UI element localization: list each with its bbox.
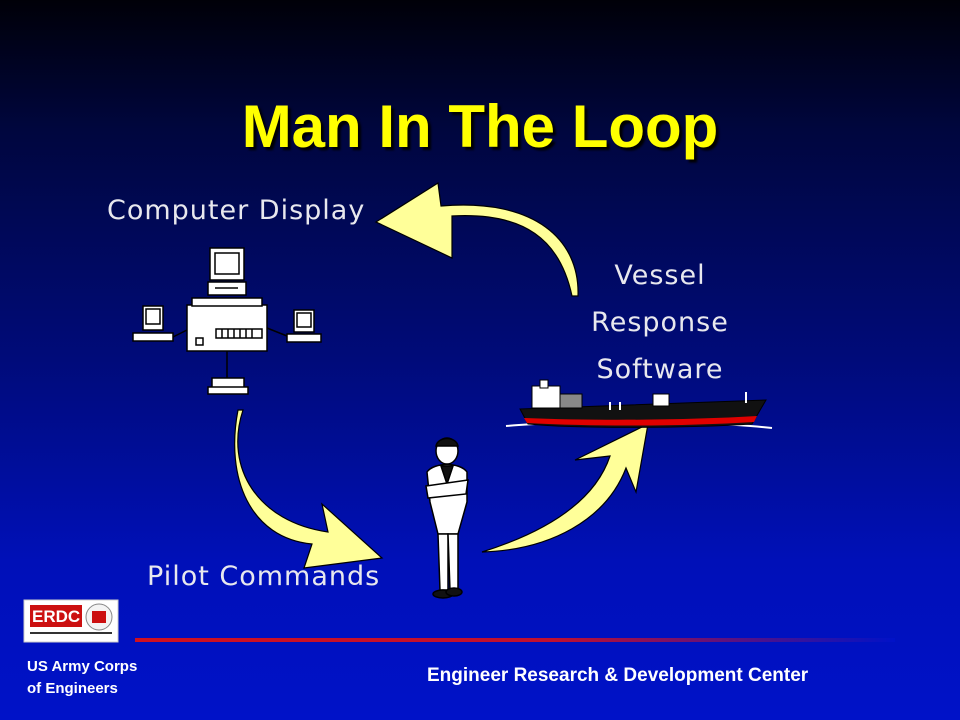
footer-organization: US Army Corps of Engineers <box>27 656 137 700</box>
logo-text: ERDC <box>32 607 80 626</box>
footer-center-name: Engineer Research & Development Center <box>427 665 809 686</box>
pilot-figure-icon <box>425 437 469 599</box>
footer-org-line-1: US Army Corps <box>27 658 138 675</box>
footer-org-line-2: of Engineers <box>27 680 118 697</box>
erdc-logo: ERDC <box>23 599 119 643</box>
footer-divider <box>135 638 895 642</box>
computer-network-icon <box>132 247 322 395</box>
computer-display-label: Computer Display <box>107 195 366 226</box>
pilot-commands-label: Pilot Commands <box>147 561 381 592</box>
vessel-label-line-1: Vessel <box>614 260 706 291</box>
arrow-to-pilot-commands <box>234 409 384 569</box>
arrow-to-computer-display <box>374 181 579 297</box>
arrow-to-vessel <box>481 422 649 553</box>
vessel-response-software-label: Vessel Response Software <box>566 252 754 393</box>
ship-icon <box>505 379 773 429</box>
vessel-label-line-2: Response <box>591 307 729 338</box>
vessel-label-line-3: Software <box>596 354 724 385</box>
slide-title: Man In The Loop <box>241 93 719 160</box>
